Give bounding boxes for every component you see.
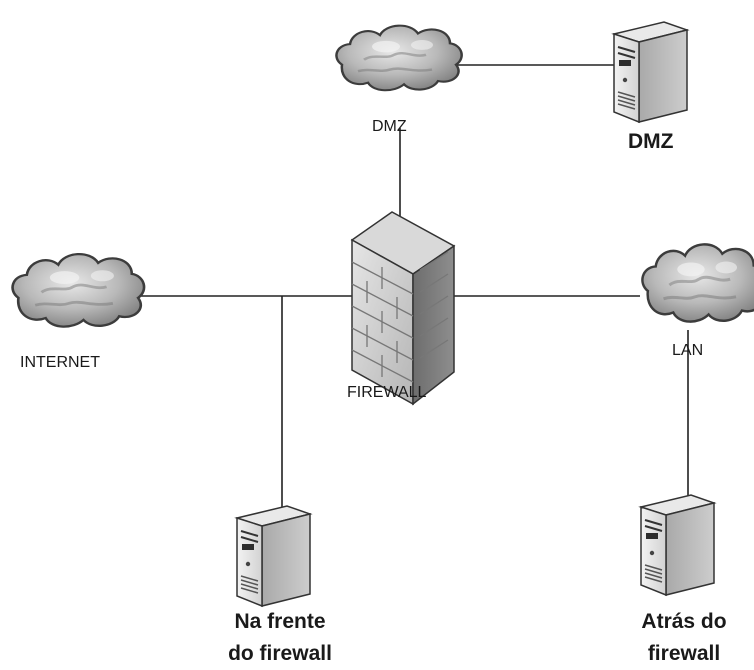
back-server-label-line1: Atrás do <box>641 610 727 633</box>
firewall-icon <box>350 211 456 406</box>
internet-cloud-icon <box>10 252 146 329</box>
connection-lines <box>135 64 689 514</box>
internet-cloud-label: INTERNET <box>20 354 100 371</box>
dmz-server-icon <box>613 19 689 123</box>
back-server-label: Atrás do firewall <box>614 606 754 670</box>
back-server-label-line2: firewall <box>647 642 721 665</box>
back-server-icon <box>640 492 716 596</box>
front-server-icon <box>236 503 312 607</box>
front-server-label-line2: do firewall <box>228 642 332 665</box>
firewall-label: FIREWALL <box>347 384 427 401</box>
front-server-label: Na frente do firewall <box>205 606 355 670</box>
dmz-cloud-label: DMZ <box>372 118 407 135</box>
front-server-label-line1: Na frente <box>234 610 326 633</box>
dmz-cloud-icon <box>334 24 464 92</box>
dmz-server-label: DMZ <box>628 130 674 153</box>
lan-cloud-icon <box>640 242 754 324</box>
lan-cloud-label: LAN <box>672 342 704 359</box>
